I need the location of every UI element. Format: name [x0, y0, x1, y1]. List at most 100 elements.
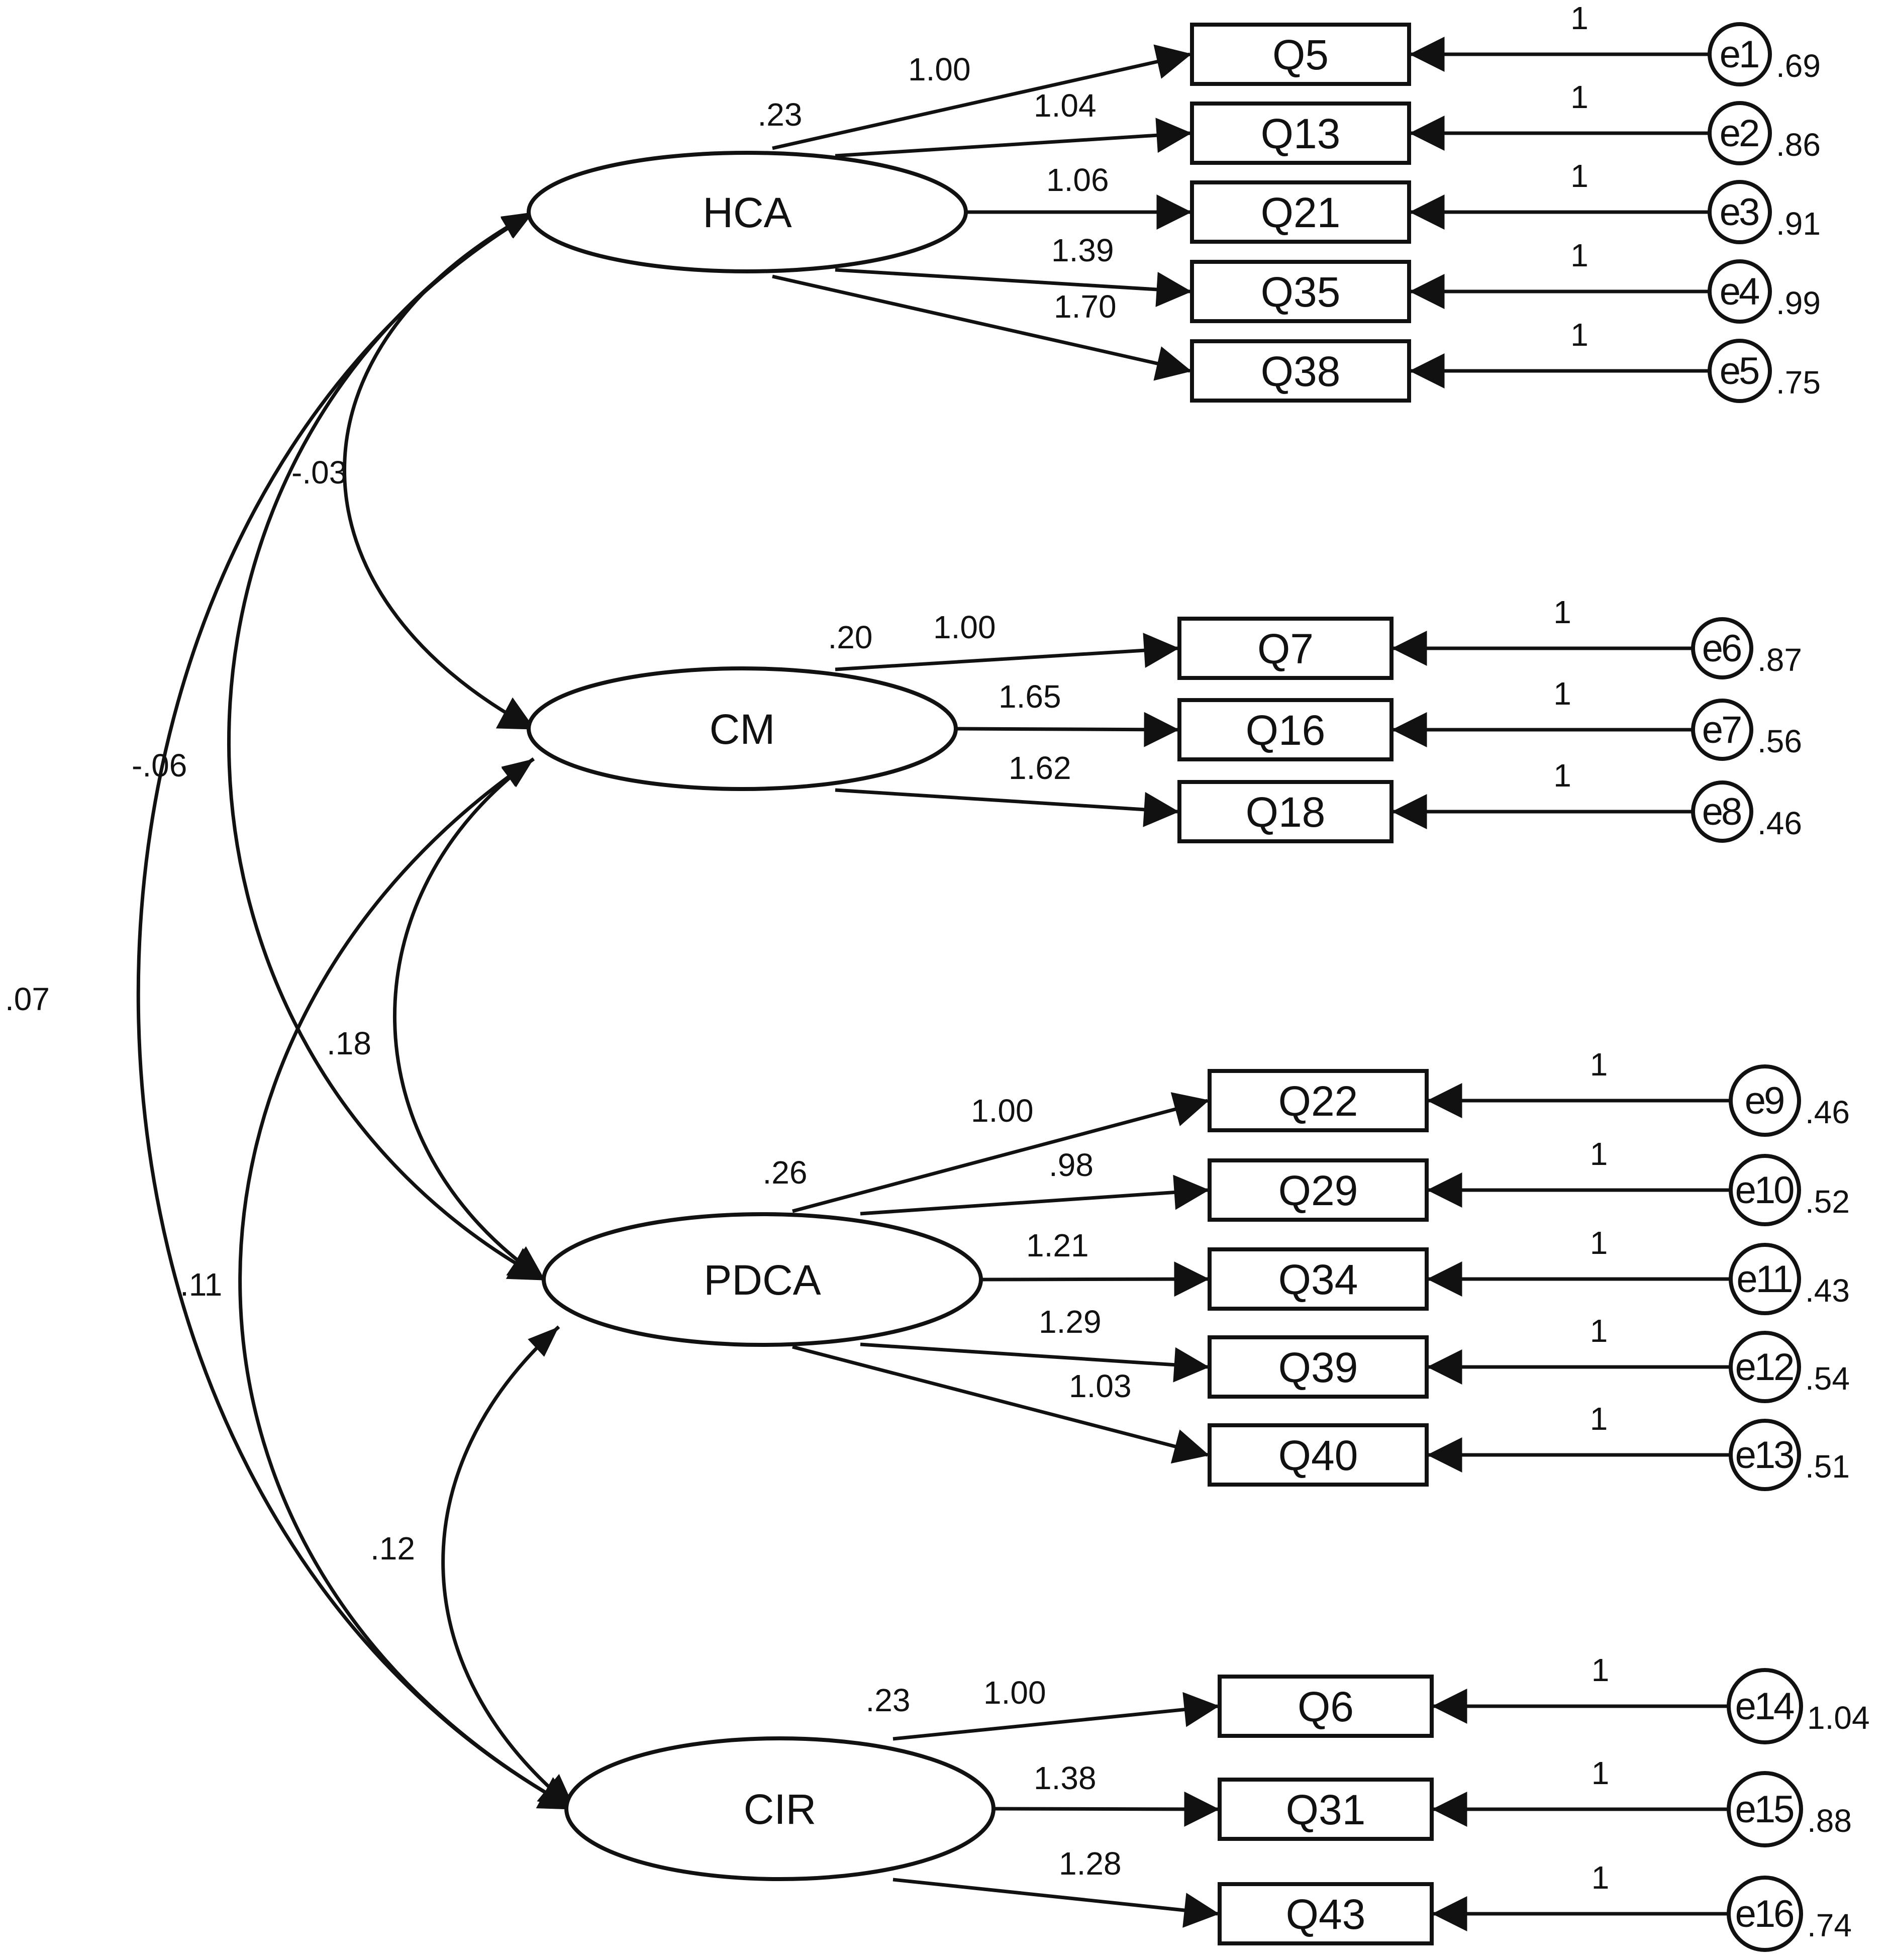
indicator-q38-box: [1190, 339, 1411, 403]
indicator-q22-label: Q22: [1278, 1077, 1358, 1125]
error-e4-path-weight: 1: [1570, 237, 1588, 273]
indicator-q7-box: [1177, 617, 1394, 680]
error-e7-path-weight: 1: [1553, 675, 1571, 712]
error-e6-variance: .87: [1757, 642, 1802, 678]
loading-q35-value: 1.39: [1051, 232, 1114, 268]
error-e1-path-weight: 1: [1570, 0, 1588, 36]
indicator-q43-box: [1218, 1882, 1434, 1945]
shapes-layer: [527, 22, 1803, 1952]
indicator-q21-box: [1190, 180, 1411, 244]
error-e12-label: e12: [1735, 1346, 1794, 1389]
indicator-q22-box: [1208, 1069, 1429, 1132]
indicator-q18-box: [1177, 780, 1394, 843]
covariance-arc-hca-cir: [136, 210, 576, 1811]
indicator-q34-label: Q34: [1278, 1256, 1358, 1303]
error-e10-label: e10: [1735, 1169, 1794, 1212]
loading-arrow-q40: [792, 1345, 1210, 1464]
error-e10-circle: [1729, 1154, 1801, 1226]
error-e8-variance: .46: [1757, 805, 1802, 841]
error-e6-circle: [1691, 617, 1753, 679]
indicator-q21-label: Q21: [1261, 189, 1341, 236]
indicator-q16-box: [1177, 698, 1394, 761]
indicator-q40-label: Q40: [1278, 1432, 1358, 1479]
latent-hca-ellipse: [527, 151, 968, 273]
indicator-q13-box: [1190, 102, 1411, 165]
covariance-arc-cm-cir: [238, 757, 576, 1811]
indicator-q43-label: Q43: [1286, 1891, 1366, 1938]
error-e8-circle: [1691, 780, 1753, 843]
loading-q13-value: 1.04: [1034, 87, 1097, 124]
loading-q22-value: 1.00: [971, 1093, 1034, 1129]
error-e7-circle: [1691, 699, 1753, 761]
covariance-arc-hca-cm: [343, 210, 536, 731]
error-e12-path-weight: 1: [1590, 1313, 1608, 1349]
error-e16-variance: .74: [1807, 1907, 1852, 1943]
error-e14-path-weight: 1: [1592, 1652, 1610, 1688]
error-e14-label: e14: [1735, 1685, 1795, 1728]
indicator-q39-box: [1208, 1335, 1429, 1399]
loading-q39-value: 1.29: [1039, 1304, 1102, 1340]
loading-q40-value: 1.03: [1069, 1368, 1132, 1404]
indicator-q31-box: [1218, 1778, 1434, 1841]
error-e16-label: e16: [1735, 1893, 1794, 1935]
error-e8-label: e8: [1702, 791, 1741, 833]
error-e13-circle: [1729, 1419, 1801, 1491]
error-e3-label: e3: [1720, 191, 1758, 234]
indicator-q5-label: Q5: [1272, 31, 1329, 78]
loading-q21-value: 1.06: [1046, 162, 1109, 198]
error-e13-label: e13: [1735, 1434, 1794, 1477]
indicator-q16-label: Q16: [1246, 707, 1326, 754]
loading-arrow-q35: [835, 268, 1192, 307]
indicator-q6-box: [1218, 1675, 1434, 1738]
error-e5-label: e5: [1720, 350, 1759, 393]
error-e15-circle: [1727, 1771, 1803, 1847]
loading-arrow-q7: [835, 633, 1179, 671]
loading-q5-value: 1.00: [908, 51, 971, 87]
covariance-arc-pdca-cir: [441, 1325, 575, 1810]
error-e1-circle: [1708, 22, 1772, 86]
covariance-arc-hca-pdca: [227, 210, 546, 1282]
covariance-hca-pdca-value: -.06: [132, 747, 187, 783]
error-e12-variance: .54: [1805, 1360, 1850, 1397]
error-e8-path-weight: 1: [1553, 757, 1571, 794]
error-e11-circle: [1729, 1243, 1801, 1315]
error-e15-label: e15: [1735, 1788, 1794, 1831]
error-e10-path-weight: 1: [1590, 1136, 1608, 1172]
indicator-q29-label: Q29: [1278, 1167, 1358, 1214]
loading-arrow-q34: [980, 1261, 1210, 1297]
error-e9-circle: [1729, 1064, 1801, 1137]
error-e16-path-weight: 1: [1592, 1859, 1610, 1896]
loading-q31-value: 1.38: [1034, 1760, 1097, 1796]
indicator-q31-label: Q31: [1286, 1786, 1366, 1833]
error-e14-variance: 1.04: [1807, 1700, 1870, 1736]
error-e5-variance: .75: [1776, 364, 1821, 401]
loading-arrow-q18: [835, 788, 1179, 827]
latent-cir-variance: .23: [866, 1682, 911, 1718]
loading-arrow-q13: [835, 118, 1192, 158]
covariance-cm-pdca-value: .18: [327, 1025, 371, 1061]
latent-pdca-variance: .26: [763, 1154, 808, 1191]
error-e1-variance: .69: [1776, 48, 1821, 84]
covariance-pdca-cir-value: .12: [370, 1530, 415, 1566]
covariance-arc-hca-cir-start-head: [501, 212, 534, 239]
error-e9-label: e9: [1745, 1080, 1783, 1122]
latent-pdca-label: PDCA: [704, 1256, 821, 1304]
latent-cm-label: CM: [710, 706, 775, 753]
indicator-q40-box: [1208, 1423, 1429, 1487]
indicator-q39-label: Q39: [1278, 1344, 1358, 1391]
error-e13-variance: .51: [1805, 1448, 1850, 1485]
indicator-q5-box: [1190, 23, 1411, 86]
error-e2-circle: [1708, 101, 1772, 165]
error-e5-path-weight: 1: [1570, 317, 1588, 353]
error-e7-variance: .56: [1757, 723, 1802, 759]
loading-arrow-q38: [772, 274, 1192, 381]
error-e3-variance: .91: [1776, 206, 1821, 242]
error-e4-variance: .99: [1776, 285, 1821, 321]
loading-q18-value: 1.62: [1009, 750, 1071, 786]
indicator-q29-box: [1208, 1158, 1429, 1222]
error-e2-label: e2: [1720, 112, 1758, 155]
covariance-arc-cm-cir-start-head: [501, 759, 534, 787]
error-e16-circle: [1727, 1876, 1803, 1952]
indicator-q35-box: [1190, 260, 1411, 323]
